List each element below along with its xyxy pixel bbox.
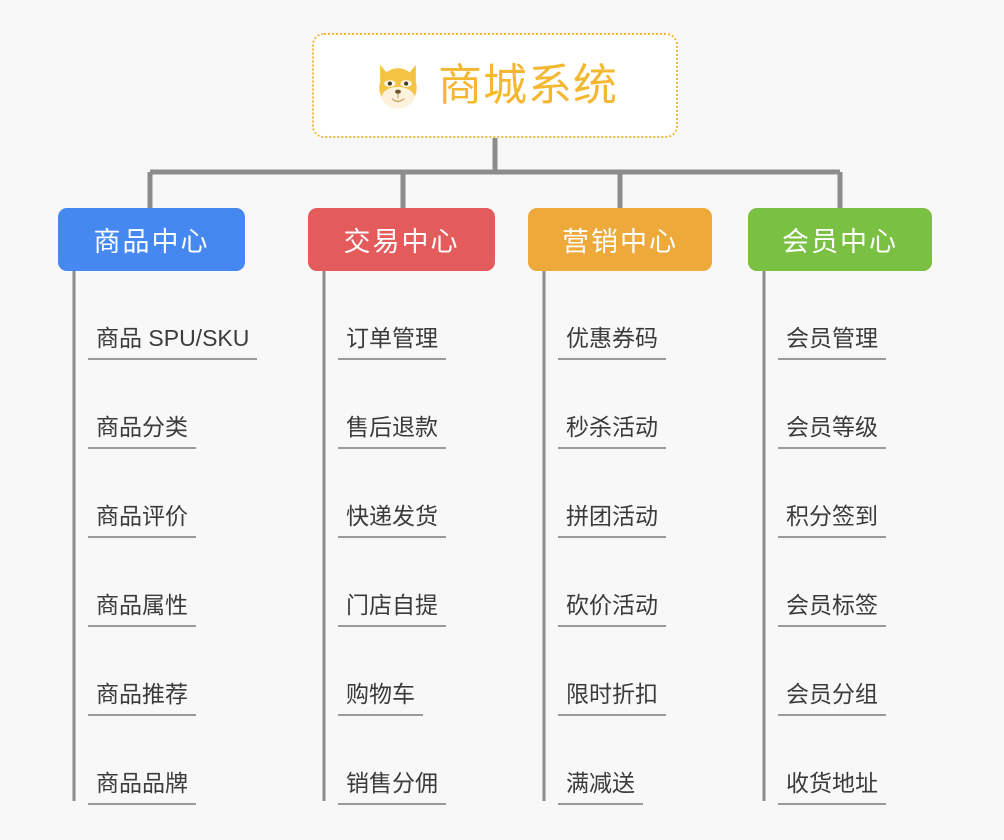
list-item[interactable]: 商品分类 [58, 360, 245, 449]
list-item-label: 积分签到 [778, 505, 886, 538]
list-item-label: 商品推荐 [88, 683, 196, 716]
list-item[interactable]: 秒杀活动 [528, 360, 712, 449]
list-item[interactable]: 商品推荐 [58, 627, 245, 716]
list-item-label: 秒杀活动 [558, 416, 666, 449]
list-item-label: 订单管理 [338, 327, 446, 360]
list-item-label: 优惠券码 [558, 327, 666, 360]
list-item-label: 购物车 [338, 683, 423, 716]
branch-column-4: 会员中心 会员管理 会员等级 积分签到 会员标签 会员分组 收货地址 [748, 208, 932, 805]
branch-header-2[interactable]: 交易中心 [308, 208, 495, 271]
list-item-label: 商品属性 [88, 594, 196, 627]
list-item-label: 收货地址 [778, 772, 886, 805]
branch-items-2: 订单管理 售后退款 快递发货 门店自提 购物车 销售分佣 [308, 271, 495, 805]
list-item[interactable]: 商品评价 [58, 449, 245, 538]
list-item[interactable]: 积分签到 [748, 449, 932, 538]
list-item-label: 商品品牌 [88, 772, 196, 805]
list-item[interactable]: 会员等级 [748, 360, 932, 449]
list-item[interactable]: 砍价活动 [528, 538, 712, 627]
list-item-label: 商品分类 [88, 416, 196, 449]
list-item[interactable]: 门店自提 [308, 538, 495, 627]
branch-header-4[interactable]: 会员中心 [748, 208, 932, 271]
list-item[interactable]: 会员分组 [748, 627, 932, 716]
branch-header-label: 营销中心 [562, 227, 678, 257]
list-item[interactable]: 快递发货 [308, 449, 495, 538]
branch-column-2: 交易中心 订单管理 售后退款 快递发货 门店自提 购物车 销售分佣 [308, 208, 495, 805]
branch-header-label: 商品中心 [93, 227, 210, 257]
dog-face-icon [372, 60, 424, 112]
branch-column-3: 营销中心 优惠券码 秒杀活动 拼团活动 砍价活动 限时折扣 满减送 [528, 208, 712, 805]
list-item-label: 会员分组 [778, 683, 886, 716]
list-item[interactable]: 购物车 [308, 627, 495, 716]
list-item-label: 满减送 [558, 772, 643, 805]
list-item[interactable]: 会员管理 [748, 271, 932, 360]
list-item[interactable]: 收货地址 [748, 716, 932, 805]
list-item[interactable]: 商品属性 [58, 538, 245, 627]
branch-items-3: 优惠券码 秒杀活动 拼团活动 砍价活动 限时折扣 满减送 [528, 271, 712, 805]
branch-header-label: 交易中心 [343, 227, 460, 257]
list-item[interactable]: 限时折扣 [528, 627, 712, 716]
root-title: 商城系统 [438, 60, 618, 110]
list-item[interactable]: 销售分佣 [308, 716, 495, 805]
root-node[interactable]: 商城系统 [312, 33, 678, 138]
list-item[interactable]: 售后退款 [308, 360, 495, 449]
list-item-label: 砍价活动 [558, 594, 666, 627]
list-item-label: 会员等级 [778, 416, 886, 449]
branch-header-label: 会员中心 [782, 227, 898, 257]
list-item-label: 会员管理 [778, 327, 886, 360]
list-item[interactable]: 满减送 [528, 716, 712, 805]
branch-items-4: 会员管理 会员等级 积分签到 会员标签 会员分组 收货地址 [748, 271, 932, 805]
list-item[interactable]: 拼团活动 [528, 449, 712, 538]
list-item-label: 会员标签 [778, 594, 886, 627]
branch-header-1[interactable]: 商品中心 [58, 208, 245, 271]
branch-items-1: 商品 SPU/SKU 商品分类 商品评价 商品属性 商品推荐 商品品牌 [58, 271, 258, 805]
list-item[interactable]: 优惠券码 [528, 271, 712, 360]
branch-column-1: 商品中心 商品 SPU/SKU 商品分类 商品评价 商品属性 商品推荐 商品品牌 [58, 208, 258, 805]
list-item[interactable]: 会员标签 [748, 538, 932, 627]
list-item-label: 拼团活动 [558, 505, 666, 538]
list-item-label: 销售分佣 [338, 772, 446, 805]
list-item[interactable]: 订单管理 [308, 271, 495, 360]
list-item-label: 商品评价 [88, 505, 196, 538]
list-item[interactable]: 商品品牌 [58, 716, 245, 805]
list-item-label: 快递发货 [338, 505, 446, 538]
list-item-label: 限时折扣 [558, 683, 666, 716]
list-item-label: 售后退款 [338, 416, 446, 449]
list-item-label: 商品 SPU/SKU [88, 327, 258, 360]
branch-header-3[interactable]: 营销中心 [528, 208, 712, 271]
list-item-label: 门店自提 [338, 594, 446, 627]
list-item[interactable]: 商品 SPU/SKU [58, 271, 258, 360]
